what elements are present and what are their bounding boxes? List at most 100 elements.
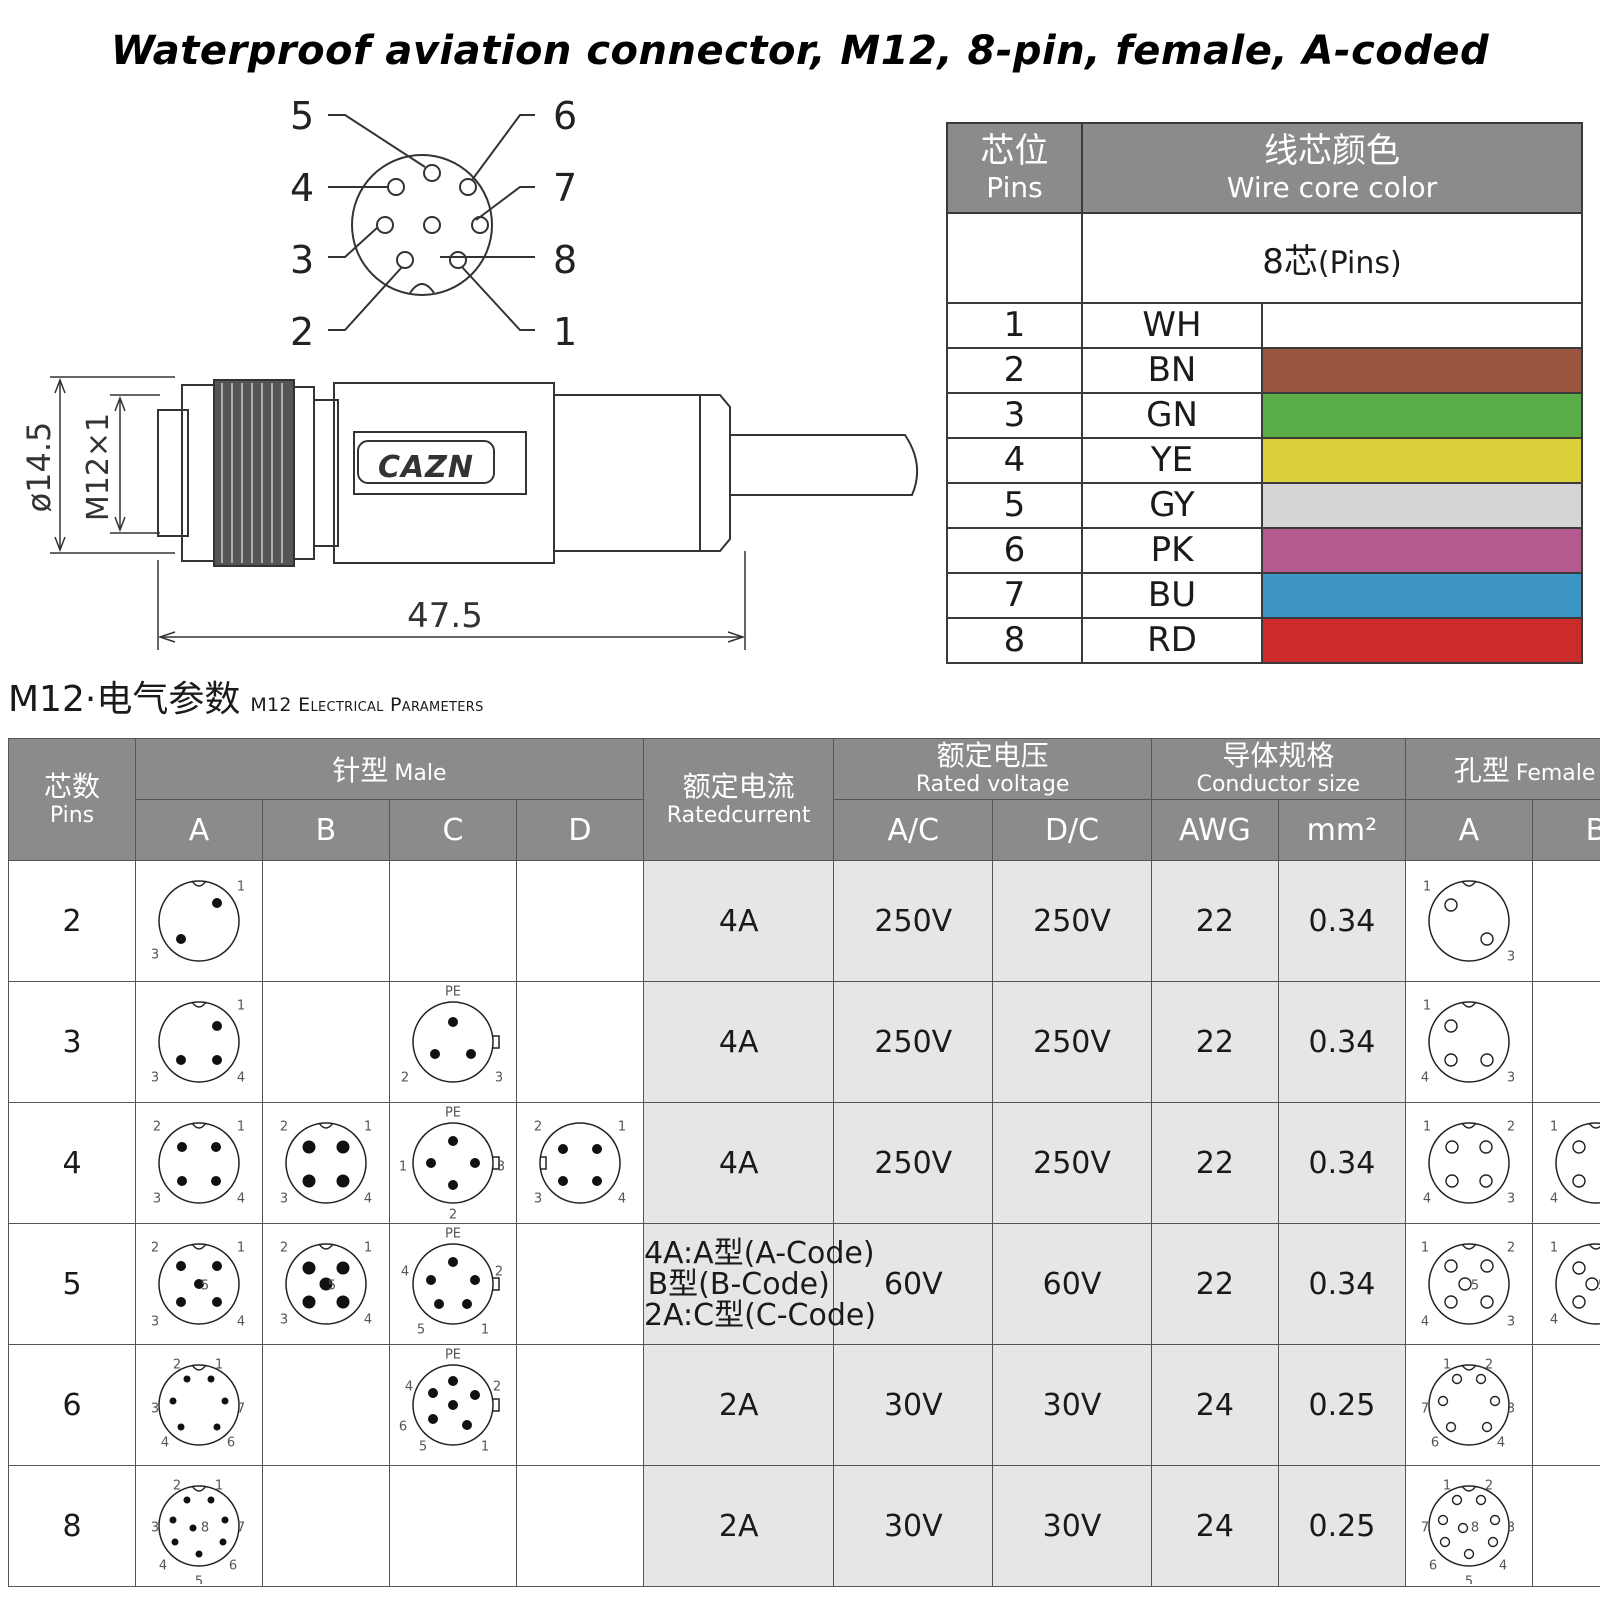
face-pin: [1445, 1421, 1457, 1433]
wire-color-code: WH: [1081, 302, 1263, 349]
face-pin: [433, 1299, 444, 1309]
face-pin: [1572, 1140, 1586, 1154]
face-pin: [427, 1414, 438, 1424]
pin-number: 4: [946, 437, 1083, 484]
face-pin-label: 1: [481, 1323, 489, 1338]
face-pin: [183, 1496, 191, 1504]
face-pin-label: 5: [1598, 1279, 1600, 1294]
face-pin-label: 3: [495, 1071, 503, 1086]
pin-number: 5: [946, 482, 1083, 529]
conductor-mm2: 0.34: [1277, 860, 1406, 982]
face-pin: [1489, 1395, 1501, 1407]
face-pin: [1445, 1174, 1459, 1188]
face-pin-label: 3: [534, 1192, 542, 1207]
face-pin-label: 3: [153, 1192, 161, 1207]
face-pin: [207, 1496, 215, 1504]
face-pin: [1451, 1373, 1463, 1385]
face-pin: [336, 1174, 350, 1188]
face-pin-label: 1: [1443, 1358, 1451, 1373]
face-pin-label: 1: [237, 880, 245, 895]
header-male-a: A: [134, 799, 263, 861]
face-pin: [461, 1299, 472, 1309]
face-pin: [193, 1279, 204, 1289]
face-pin: [447, 1376, 458, 1386]
face-key-notch: [1588, 1243, 1600, 1250]
wire-color-swatch: [1261, 572, 1583, 619]
face-outline: [1428, 1485, 1510, 1567]
rated-current: 4A: [642, 860, 835, 982]
face-pin-label: 3: [151, 1402, 159, 1417]
wire-color-code: BN: [1081, 347, 1263, 394]
face-pin-label: 4: [1421, 1071, 1429, 1086]
face-pin: [427, 1388, 438, 1398]
face-outline: [1555, 1243, 1600, 1325]
pin-count: 2: [8, 860, 136, 982]
face-pin: [1480, 1295, 1494, 1309]
face-pin-label: 4: [237, 1192, 245, 1207]
face-key-notch: [1461, 1243, 1477, 1250]
rated-current: 2A: [642, 1465, 835, 1587]
male-face-d: [515, 860, 644, 982]
male-face-c: [388, 1465, 517, 1587]
voltage-ac: 250V: [833, 1102, 994, 1224]
face-pin: [211, 1297, 222, 1307]
wire-color-swatch: [1261, 437, 1583, 484]
face-pin: [1444, 898, 1458, 912]
conductor-mm2: 0.34: [1277, 1223, 1406, 1345]
face-pin: [210, 1176, 221, 1186]
face-pin-label: 1: [237, 999, 245, 1014]
face-pin: [175, 1261, 186, 1271]
dim-diameter: ø14.5: [20, 422, 58, 513]
face-pin-label: 3: [151, 1315, 159, 1330]
wire-color-swatch: [1261, 347, 1583, 394]
female-face-b: [1531, 1465, 1600, 1587]
wire-color-code: YE: [1081, 437, 1263, 484]
page-title: Waterproof aviation connector, M12, 8-pi…: [110, 28, 1490, 74]
pin-number: 1: [946, 302, 1083, 349]
face-pin: [1444, 1053, 1458, 1067]
face-pin: [447, 1017, 458, 1027]
voltage-ac: 30V: [833, 1344, 994, 1466]
face-pin: [175, 1297, 186, 1307]
wire-color-swatch: [1261, 527, 1583, 574]
face-pin-label: 5: [1465, 1575, 1473, 1585]
face-pin-label: 2: [173, 1358, 181, 1373]
face-key-notch: [492, 1156, 500, 1170]
pin-count: 5: [8, 1223, 136, 1345]
conductor-awg: 22: [1150, 1102, 1279, 1224]
face-pin: [425, 1275, 436, 1285]
face-outline: [539, 1122, 621, 1204]
connector-drawing: 5 6 4 7 3 8 2 1 CAZN: [20, 95, 919, 650]
face-pin-label: 4: [1423, 1192, 1431, 1207]
face-pin-label: 2: [151, 1241, 159, 1256]
face-outline: [1428, 1001, 1510, 1083]
face-pin: [210, 1142, 221, 1152]
face-key-notch: [1588, 1122, 1600, 1129]
face-pin-label: 2: [280, 1241, 288, 1256]
female-face-b: [1531, 981, 1600, 1103]
face-pin-label: 3: [280, 1192, 288, 1207]
face-key-notch: [191, 1001, 207, 1008]
face-pin-label: 4: [237, 1315, 245, 1330]
face-pin-label: 3: [1507, 1521, 1515, 1536]
header-female-a: A: [1404, 799, 1533, 861]
face-key-notch: [191, 1485, 207, 1492]
face-pin: [591, 1176, 602, 1186]
rated-current-line: 2A:C型(C-Code): [643, 1297, 877, 1333]
face-pin-label: 6: [229, 1559, 237, 1574]
